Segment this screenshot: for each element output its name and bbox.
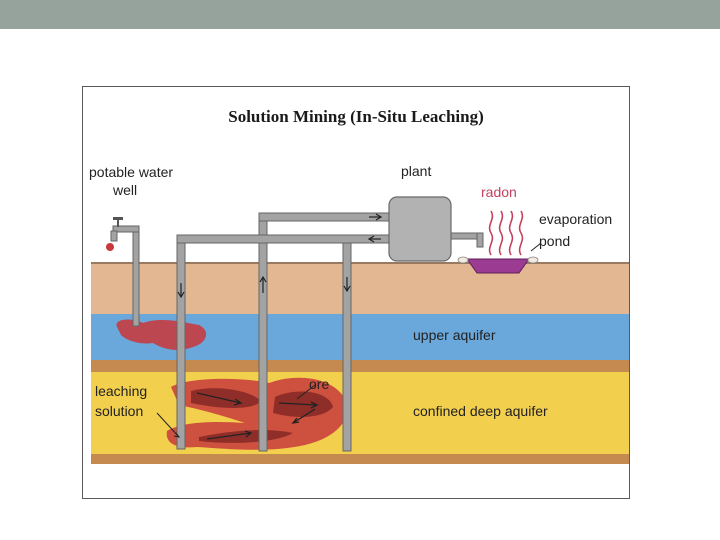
label-upper-aquifer: upper aquifer (413, 327, 496, 343)
label-leaching: leaching (95, 383, 148, 399)
label-well: well (113, 182, 138, 198)
plant-building (388, 196, 452, 262)
injection-well-right (342, 236, 352, 452)
pipe-flow-arrows (177, 213, 383, 299)
bottom-clay-layer (91, 454, 629, 464)
label-plant: plant (401, 163, 432, 179)
injection-well-left (176, 236, 186, 450)
water-drop-icon (106, 243, 114, 251)
soil-layer (91, 262, 629, 314)
injection-pipe (176, 234, 390, 244)
ore-body (191, 388, 261, 408)
confining-clay-layer (91, 360, 629, 372)
potable-water-well (106, 217, 140, 327)
ground-surface (91, 262, 629, 264)
label-evaporation: evaporation (539, 211, 613, 227)
label-confined-deep-aquifer: confined deep aquifer (413, 403, 548, 419)
diagram-frame: Solution Mining (In-Situ Leaching) potab… (82, 86, 630, 499)
label-radon: radon (481, 184, 517, 200)
label-pond: pond (539, 233, 571, 249)
label-ore: ore (309, 376, 330, 392)
diagram-title: Solution Mining (In-Situ Leaching) (228, 107, 484, 126)
radon-emission-icon (488, 210, 524, 256)
diagram-canvas (91, 196, 629, 464)
header-bar (0, 0, 720, 29)
recovery-well-center (258, 214, 268, 452)
label-potable-water: potable water (89, 164, 174, 180)
evaporation-pond (466, 258, 530, 274)
leader-lines (156, 242, 542, 438)
flow-arrows (196, 392, 319, 440)
label-solution: solution (95, 403, 144, 419)
pond-pipe-down (476, 232, 484, 248)
